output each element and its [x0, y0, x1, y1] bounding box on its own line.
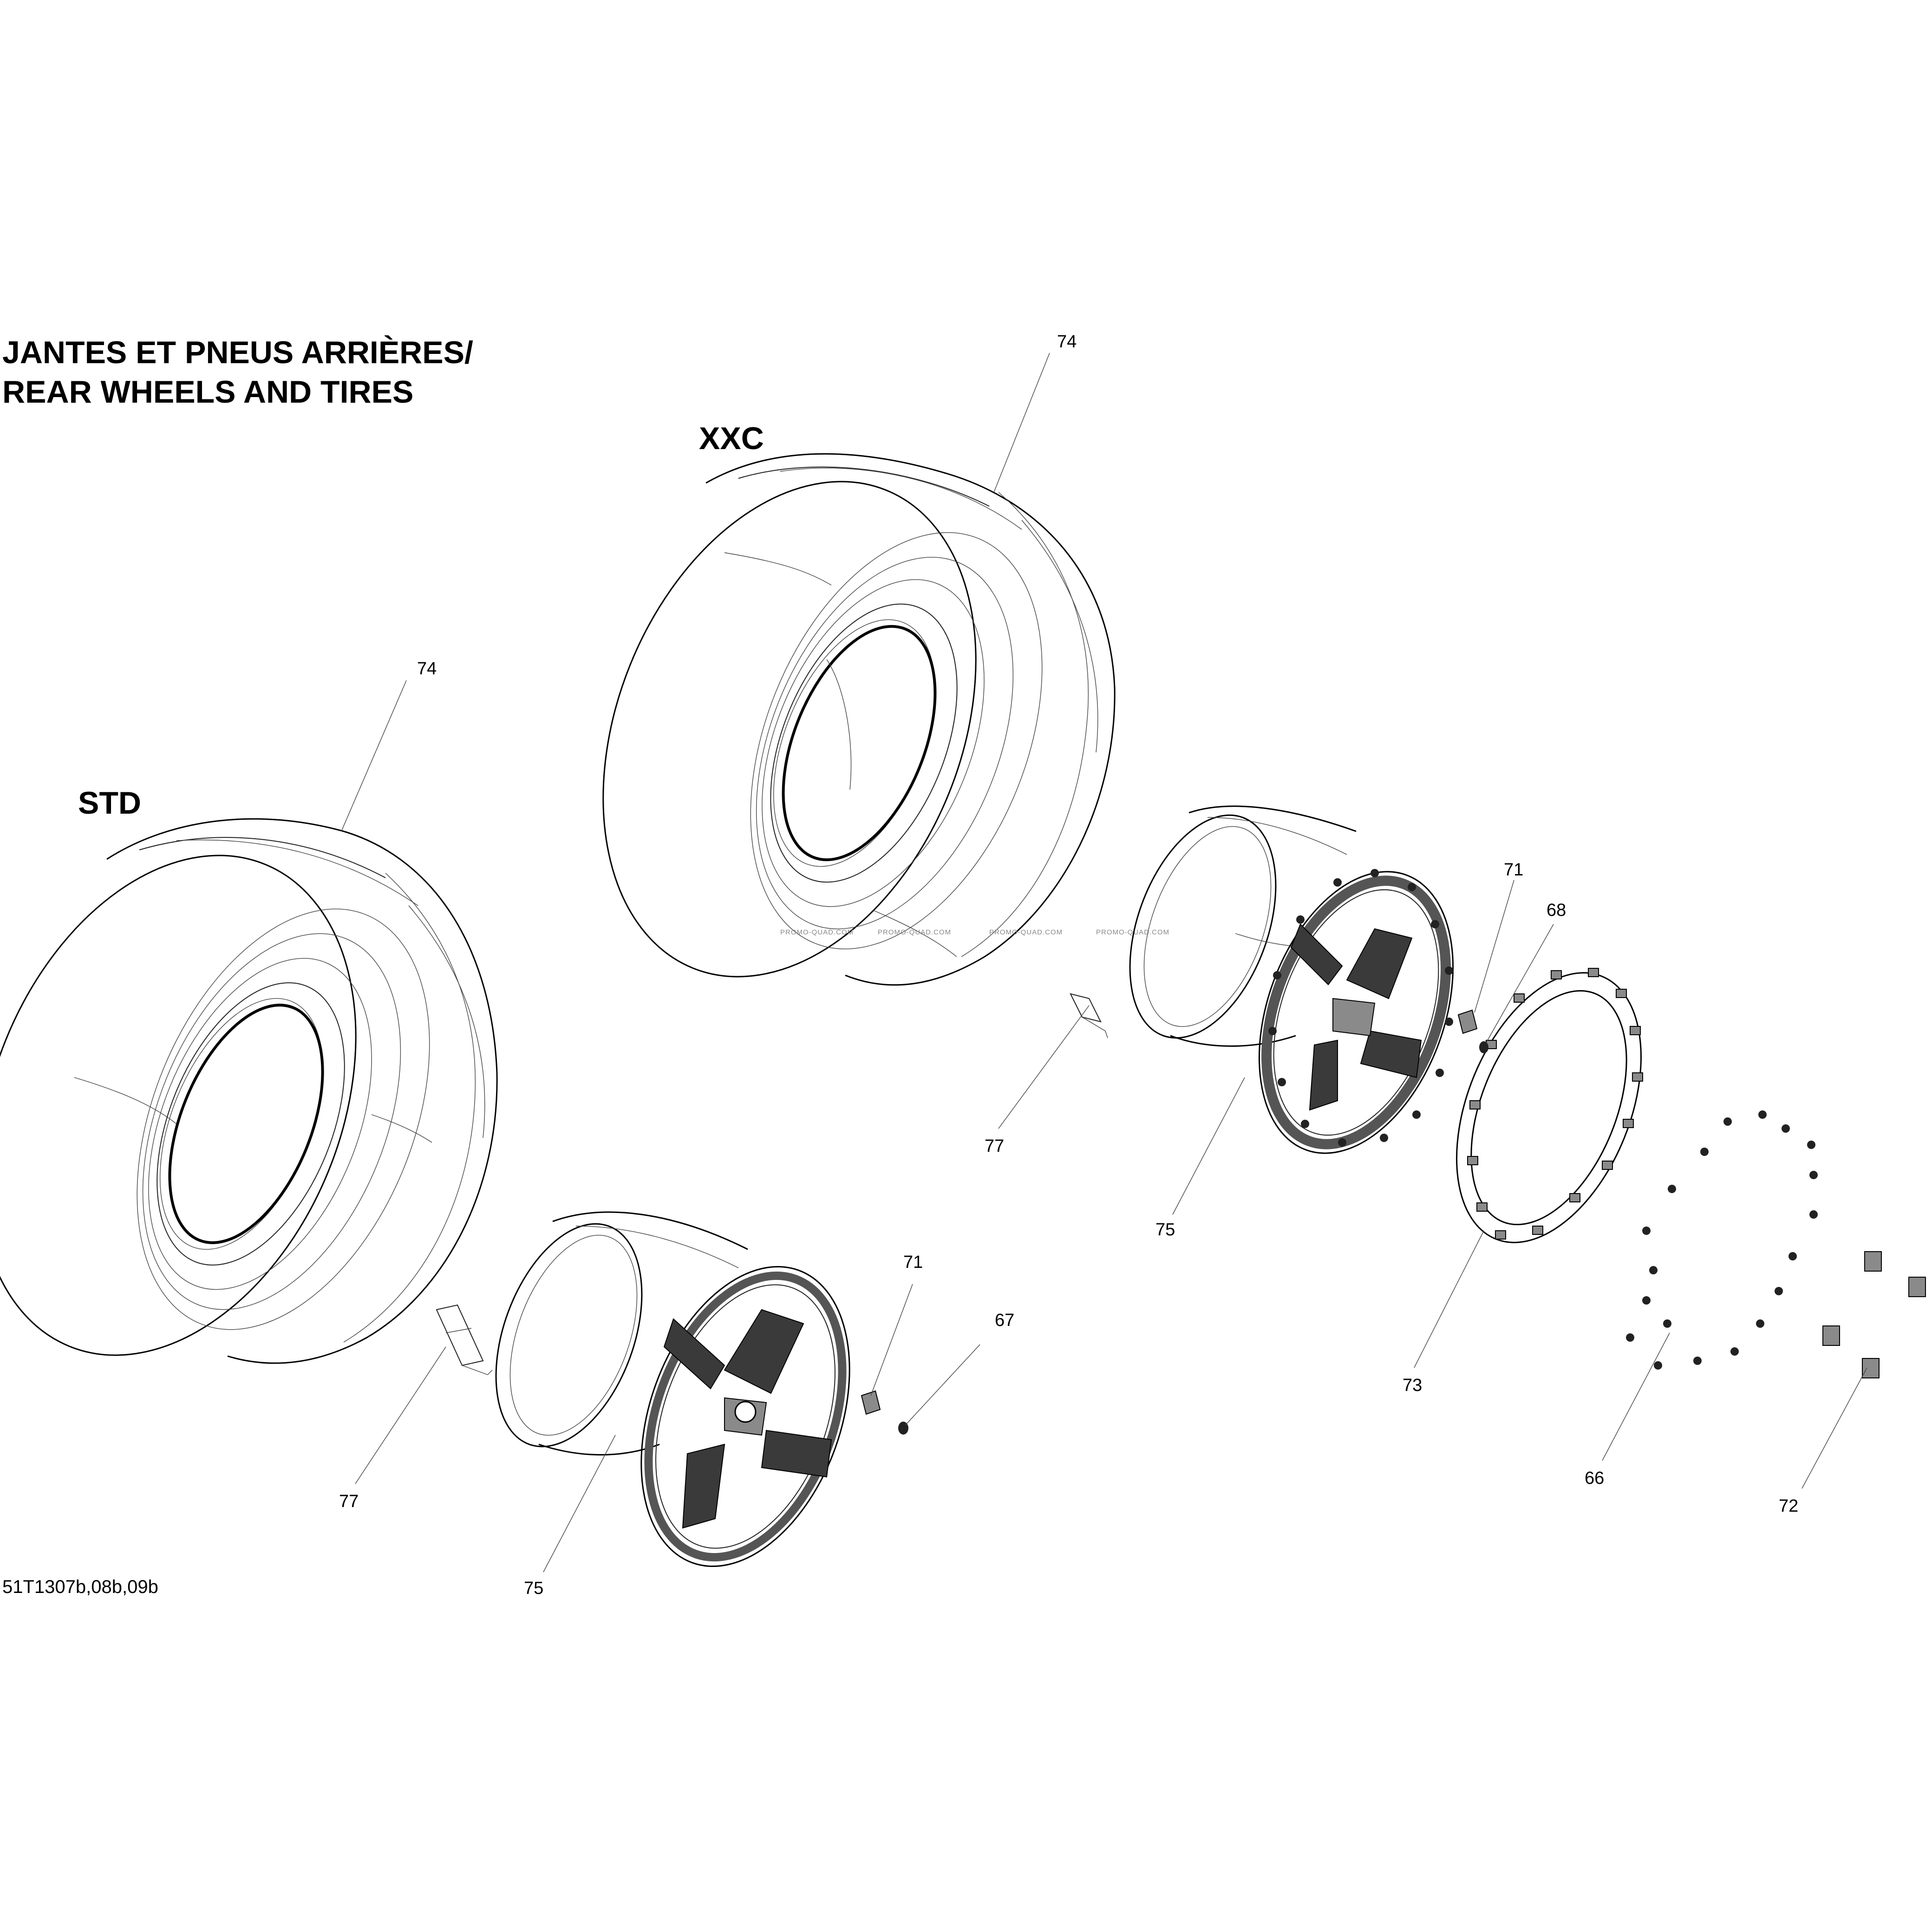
callout-weight-upper: 77	[985, 1136, 1004, 1156]
drawing-code: 51T1307b,08b,09b	[2, 1577, 158, 1597]
callout-valve-cap-upper: 68	[1547, 901, 1566, 920]
callout-beadlock-ring: 73	[1403, 1376, 1422, 1395]
watermark-strip: PROMO-QUAD.COM PROMO-QUAD.COM PROMO-QUAD…	[780, 928, 1169, 936]
leader-lines	[341, 352, 1867, 1573]
valve-stem-lower	[861, 1390, 908, 1435]
variant-label-xxc: XXC	[699, 421, 764, 456]
svg-text:PROMO-QUAD.COM: PROMO-QUAD.COM	[989, 928, 1063, 936]
callout-rim-lower: 75	[524, 1579, 543, 1598]
tire-xxc	[602, 453, 1116, 986]
diagram-title-fr: JANTES ET PNEUS ARRIÈRES/	[2, 335, 473, 370]
wheel-nuts	[1822, 1251, 1926, 1378]
rim-upper	[1129, 805, 1454, 1154]
ring-screws	[1626, 1110, 1818, 1370]
callout-ring-screw: 66	[1585, 1469, 1604, 1488]
svg-text:PROMO-QUAD.COM: PROMO-QUAD.COM	[878, 928, 951, 936]
rim-lower	[495, 1211, 850, 1567]
beadlock-ring	[1456, 968, 1643, 1243]
callout-wheel-nut: 72	[1779, 1496, 1798, 1516]
balance-weight-lower	[436, 1304, 493, 1375]
callout-valve-cap-lower: 67	[995, 1311, 1014, 1330]
tire-std	[0, 818, 498, 1364]
callout-valve-lower: 71	[903, 1253, 923, 1272]
valve-stem-upper	[1457, 1009, 1488, 1053]
callout-rim-upper: 75	[1155, 1220, 1175, 1240]
svg-text:PROMO-QUAD.COM: PROMO-QUAD.COM	[1096, 928, 1169, 936]
variant-label-std: STD	[78, 785, 141, 821]
callout-valve-upper: 71	[1504, 860, 1523, 880]
diagram-title-en: REAR WHEELS AND TIRES	[2, 374, 414, 410]
svg-text:PROMO-QUAD.COM: PROMO-QUAD.COM	[780, 928, 854, 936]
callout-weight-lower: 77	[339, 1492, 359, 1511]
callout-tire-xxc: 74	[1057, 332, 1077, 352]
balance-weight-upper	[1070, 993, 1108, 1038]
callout-tire-std: 74	[417, 659, 437, 679]
